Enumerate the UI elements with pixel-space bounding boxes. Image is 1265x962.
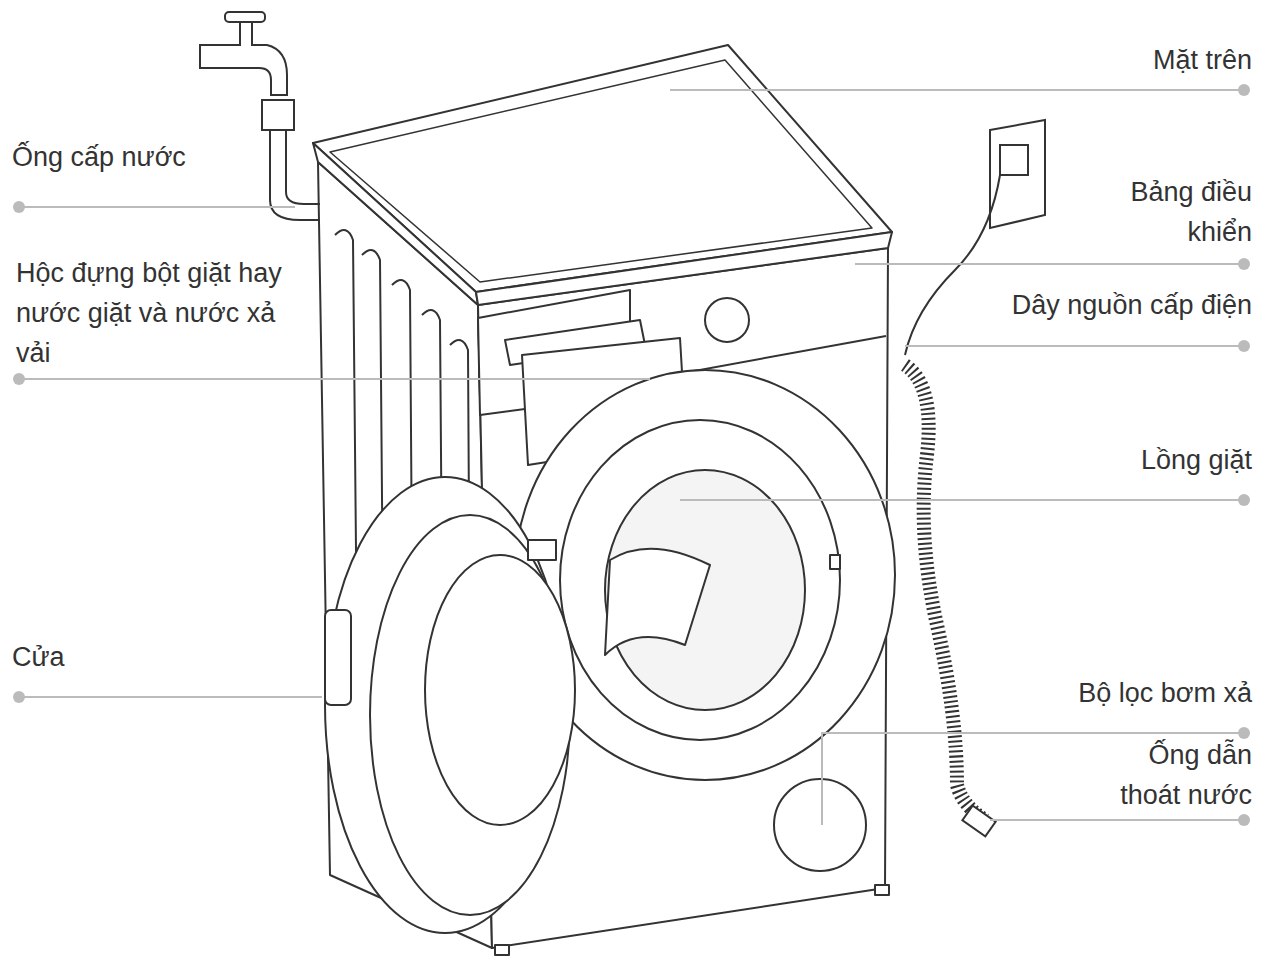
machine-foot (495, 945, 509, 955)
door-hinge (528, 540, 556, 560)
leader-line (20, 696, 322, 698)
top-edge-left (313, 143, 478, 305)
top-inner-outline (330, 60, 872, 282)
leader-line (20, 206, 295, 208)
plug (1000, 145, 1028, 175)
top-edge-front (476, 232, 892, 305)
door-lock (830, 555, 840, 569)
leader-line (680, 499, 1243, 501)
hose-connector (262, 100, 294, 130)
leader-dot (1238, 494, 1250, 506)
leader-dot (13, 373, 25, 385)
leader-dot (1238, 84, 1250, 96)
control-knob (705, 298, 749, 342)
part-label: Cửa (12, 637, 212, 677)
drum (605, 470, 805, 710)
filter-cover (774, 779, 866, 871)
leader-lines (20, 90, 1243, 825)
water-supply (200, 12, 320, 220)
leader-line (20, 378, 650, 380)
leader-dot (13, 201, 25, 213)
part-label: Dây nguồn cấp điện (932, 285, 1252, 325)
part-label: Lồng giặt (952, 440, 1252, 480)
part-label: Hộc đựng bột giặt hay nước giặt và nước … (16, 253, 296, 373)
drum-paddle (605, 549, 710, 655)
leader-line (670, 89, 1243, 91)
part-label: Ống cấp nước (12, 137, 312, 177)
drain-hose (905, 365, 985, 820)
leader-line (855, 263, 1243, 265)
leader-dot (1238, 727, 1250, 739)
door-glass (425, 555, 575, 825)
part-label: Bảng điều khiển (1102, 172, 1252, 252)
leader-dot (1238, 340, 1250, 352)
faucet (200, 20, 287, 95)
part-label: Bộ lọc bơm xả (952, 673, 1252, 713)
machine-foot (875, 885, 889, 895)
leader-line (990, 819, 1243, 821)
power-and-drain (905, 120, 1045, 836)
leader-dot (13, 691, 25, 703)
leader-dots (13, 84, 1250, 826)
part-label: Mặt trên (952, 40, 1252, 80)
wall-outlet (990, 120, 1045, 228)
faucet-handle (225, 12, 265, 22)
part-label: Ống dẫn thoát nước (1087, 735, 1252, 815)
drum-opening (560, 420, 840, 740)
leader-line (905, 345, 1243, 347)
leader-dot (1238, 814, 1250, 826)
door-handle (325, 610, 351, 705)
leader-dot (1238, 258, 1250, 270)
